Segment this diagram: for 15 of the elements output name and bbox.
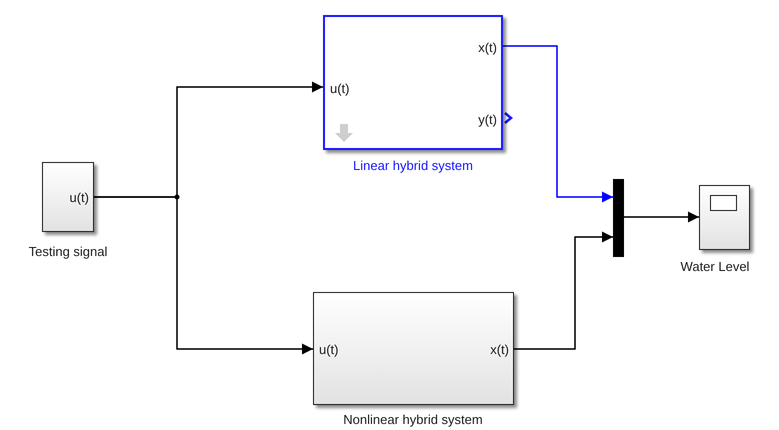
- mux-bar: [613, 179, 624, 257]
- block-name: Nonlinear hybrid system: [343, 412, 483, 427]
- port-label: u(t): [319, 342, 338, 357]
- block-name: Linear hybrid system: [353, 158, 473, 173]
- block-name: Water Level: [680, 259, 750, 274]
- block-name: Testing signal: [28, 244, 108, 259]
- port-label: u(t): [330, 81, 350, 96]
- port-label: x(t): [490, 342, 509, 357]
- signal-line: [514, 232, 613, 350]
- port-label: x(t): [478, 40, 497, 55]
- port-label: y(t): [478, 112, 497, 127]
- signal-line: [624, 212, 699, 222]
- signal-line: [94, 196, 313, 354]
- port-label: u(t): [70, 190, 89, 205]
- signal-line: [503, 45, 613, 202]
